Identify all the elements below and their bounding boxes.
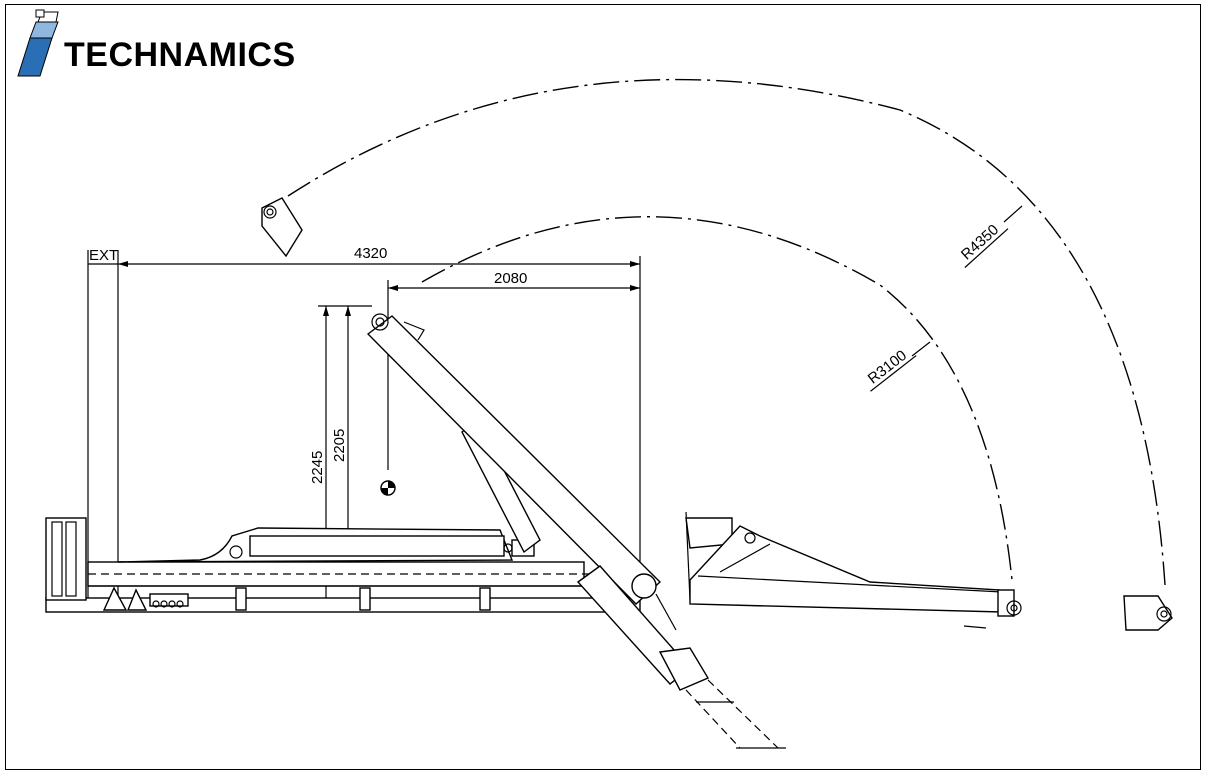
hook-position-outer-end [1123, 595, 1173, 631]
radius-outer-leader [1003, 205, 1023, 223]
inner-reach-arc [421, 216, 1013, 581]
dim-overall-length: 4320 EXT [87, 245, 641, 600]
drawing-frame [5, 4, 1201, 770]
svg-text:2245: 2245 [309, 451, 326, 484]
dim-hook-reach: 2080 [387, 270, 640, 470]
outer-reach-arc [287, 78, 1166, 586]
svg-text:R3100: R3100 [865, 347, 910, 388]
svg-text:2205: 2205 [331, 429, 348, 462]
svg-text:4320: 4320 [354, 245, 387, 262]
main-cylinder [117, 527, 535, 563]
center-of-gravity-marker [380, 480, 396, 496]
boom-arm-extended [685, 511, 1022, 629]
truck-chassis [45, 517, 641, 613]
radius-inner-label: R3100 [865, 347, 917, 392]
radius-outer-label: R4350 [958, 221, 1009, 268]
boom-arm-raised [366, 313, 662, 605]
radius-inner-leader [911, 341, 931, 357]
svg-text:R4350: R4350 [958, 221, 1002, 263]
rear-arm-lowered [576, 565, 786, 749]
svg-text:EXT: EXT [89, 247, 118, 264]
brand-name: TECHNAMICS [64, 36, 296, 74]
svg-text:2080: 2080 [494, 270, 527, 287]
technamics-logo-icon [17, 9, 59, 77]
brand-logo [12, 8, 342, 80]
hook-position-top [261, 197, 303, 258]
